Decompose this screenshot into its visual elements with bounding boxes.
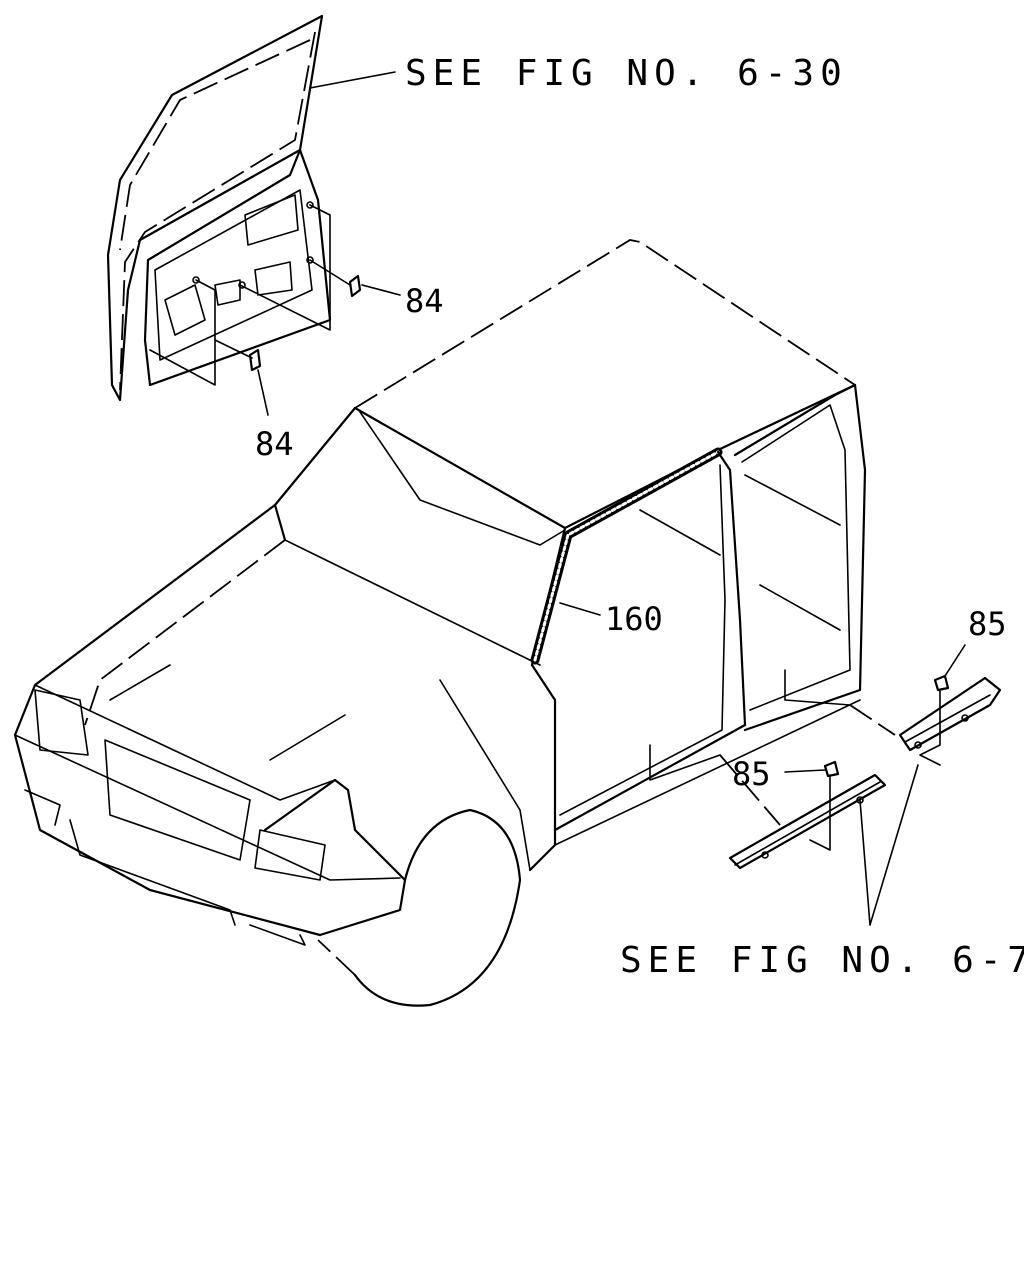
callout-84-upper: 84 [405,282,444,320]
callout-160: 160 [605,600,663,638]
bumper-top [14,734,401,881]
fender-rear-edge [528,663,557,872]
ref-door-leader [309,71,396,89]
sill-plate-rear [898,644,1002,766]
sill-leader-front [649,744,721,781]
cowl-line [284,539,541,666]
sill-plate-front [728,760,887,870]
door-plug-line-lower [214,339,253,359]
hood-detail [109,664,171,701]
sill-hole-icon [761,851,769,859]
front-door-opening-inner [559,464,726,816]
door-opening-left [164,284,206,336]
grille [104,739,251,861]
callout-84-lower: 84 [255,425,294,463]
door-hole-icon [238,281,246,289]
hood-and-front [13,503,407,937]
door-outer-outline [106,14,324,402]
leader-line [944,644,966,677]
plug-icon [248,348,262,372]
clip-icon [823,760,840,778]
rear-door-interior-line [744,474,841,526]
rear-door-opening-inner [741,404,851,711]
rear-door-opening [733,383,867,732]
sill-dashed-front [719,754,781,826]
door-window-dashed [119,39,311,251]
roof-outline [353,383,857,530]
clip-leader-rear [919,689,941,766]
leader-line [784,769,826,773]
fender-line [439,679,531,871]
leader-line [361,284,401,296]
door-opening-right [254,261,293,296]
rocker-line [554,699,861,846]
front-wheel [353,808,522,1007]
door-opening-mid [214,279,241,306]
roof-front-edge [354,239,856,409]
door-handle-recess [244,194,299,246]
door-assembly [106,14,351,402]
sill-leader-rear [784,669,851,706]
wheel-hidden [317,939,356,976]
headlamp-right [254,829,326,881]
front-door-interior-line [639,509,721,556]
bumper-detail [24,789,61,826]
door-inner-panel [143,148,332,387]
clip-leader-front [809,774,831,851]
hood-leading-edge [34,684,336,801]
plug-84-upper [348,274,401,298]
ref-sill-leader [859,764,919,926]
sill-plate-front-edge [734,781,881,866]
door-plug-bracket-upper [239,204,331,331]
door-plug-line-upper [309,259,351,286]
ref-label-door: SEE FIG NO. 6-30 [405,53,848,94]
front-door-opening [553,450,747,832]
sill-hole-icon [961,714,969,722]
plug-84-lower [248,348,269,416]
sill-plate-rear-outline [898,676,1002,752]
door-hole-icon [192,276,200,284]
windshield-top [359,411,566,546]
door-hole-icon [306,256,314,264]
ref-label-sill: SEE FIG NO. 6-75 [620,940,1024,981]
vehicle-body [13,239,896,1007]
sill-hole-icon [914,741,922,749]
bumper-lower [69,819,236,926]
door-inner-dashed [119,31,316,391]
bumper-lamp [249,924,306,946]
headlamp-left [34,689,89,756]
door-inner-recess [154,189,313,361]
sill-plate-rear-edge [904,694,991,743]
leader-line [257,369,269,416]
rear-door-interior-line [759,584,841,631]
door-hole-icon [306,201,314,209]
weatherstrip-160-inner [533,450,720,662]
callout-85-rear: 85 [968,605,1007,643]
leader-line-160 [559,602,601,616]
callout-85-front: 85 [732,755,771,793]
hood-detail [269,714,346,761]
sill-dashed-rear [849,704,896,736]
door-plug-bracket-lower [149,279,216,386]
clip-icon [933,674,950,692]
plug-icon [348,274,362,298]
